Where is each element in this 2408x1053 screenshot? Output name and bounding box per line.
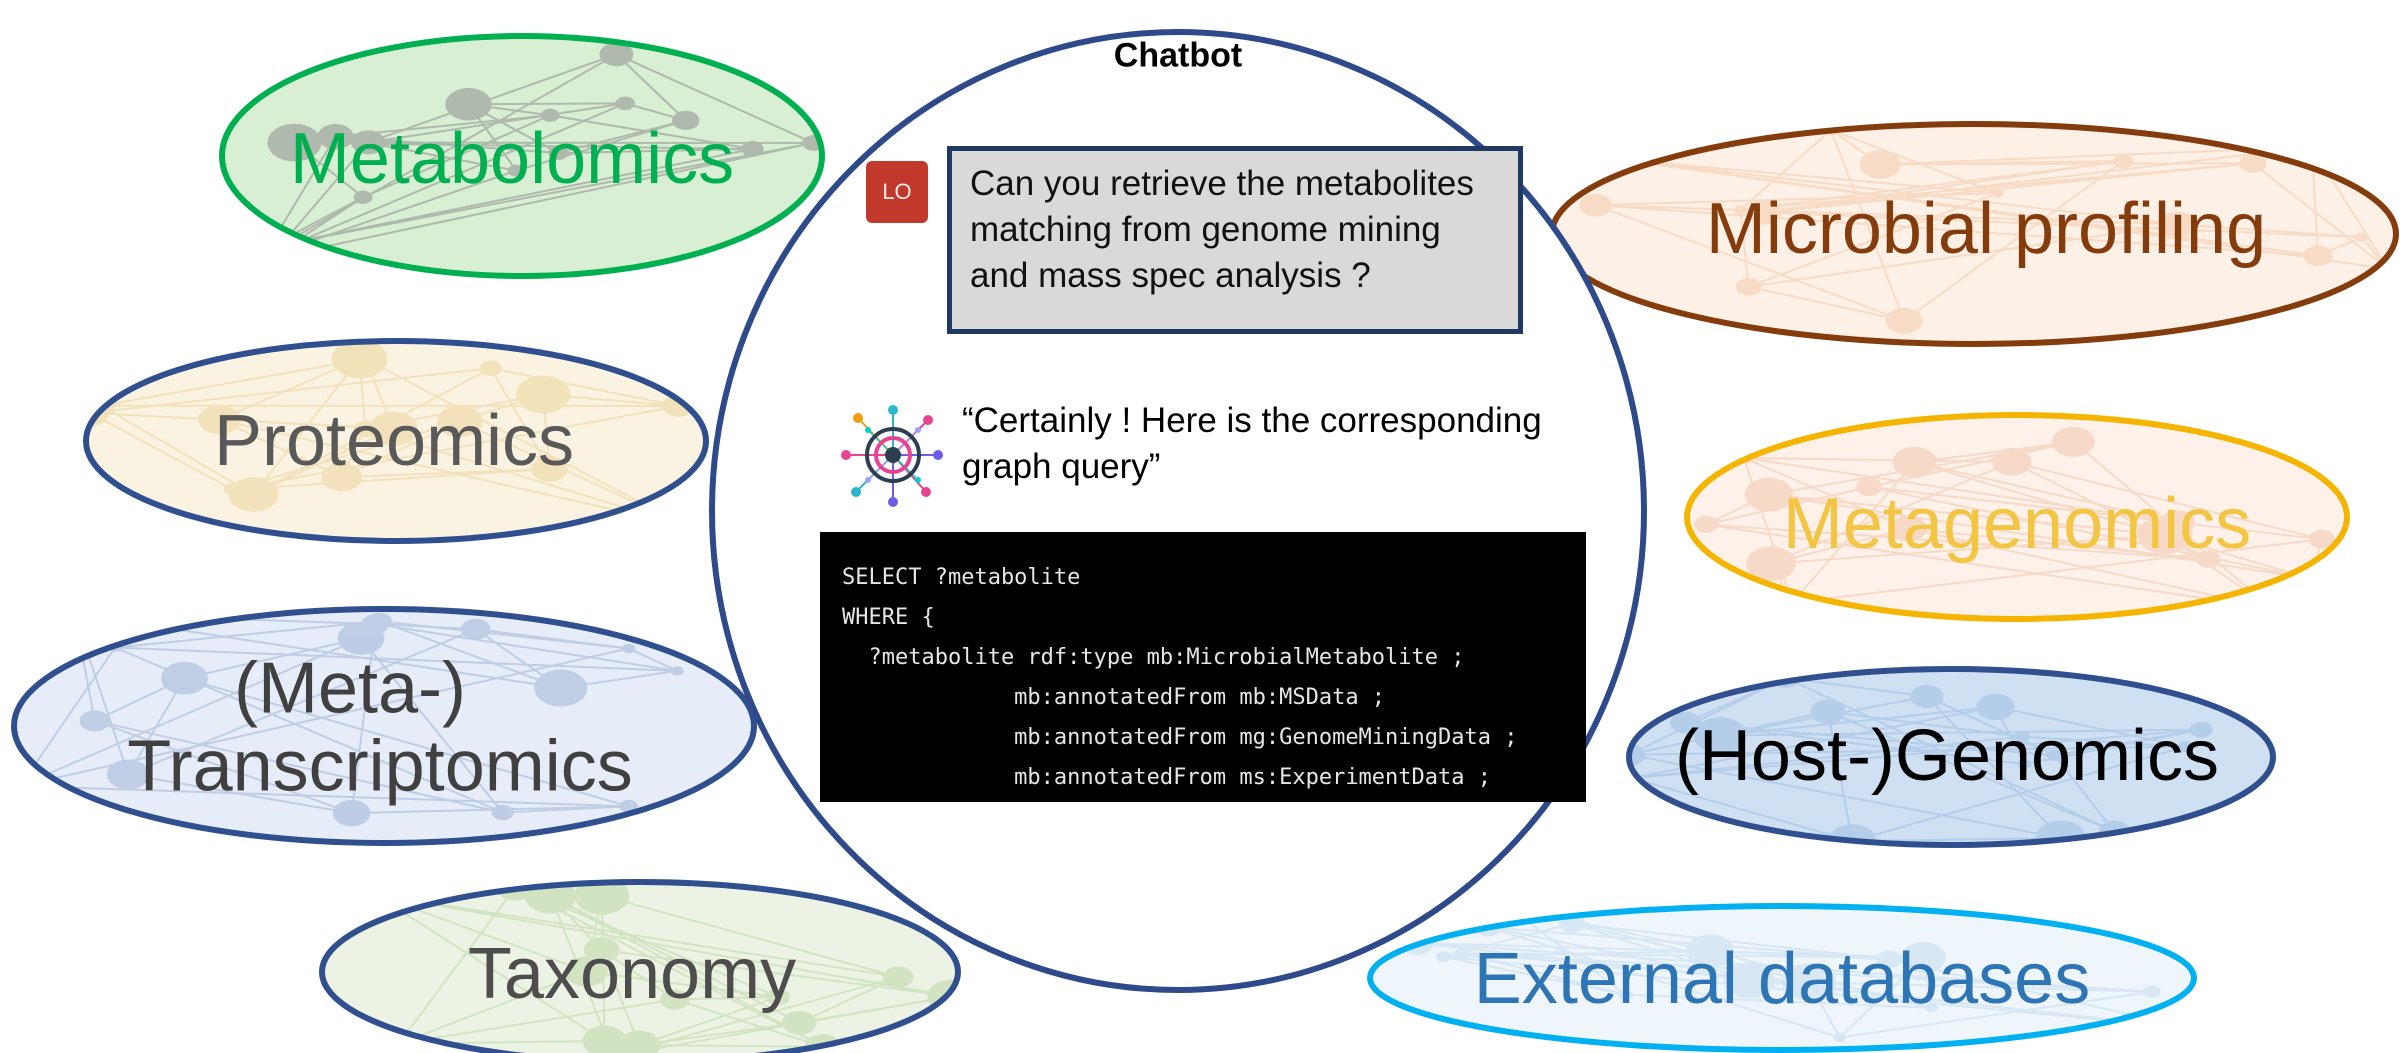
domain-label-microbial-profiling: Microbial profiling <box>1705 189 2267 270</box>
ellipse-fill <box>1629 669 2273 845</box>
query-line: WHERE { <box>842 605 935 630</box>
chatbot-title: Chatbot <box>1113 36 1243 75</box>
ellipse-border <box>1367 903 2197 1053</box>
network-texture <box>1579 124 2396 334</box>
sparql-query-block: SELECT ?metabolite WHERE { ?metabolite r… <box>820 532 1586 802</box>
query-line: mb:annotatedFrom ms:ExperimentData ; <box>842 765 1492 790</box>
ellipse-fill <box>222 36 822 276</box>
domain-ellipse-taxonomy <box>319 879 961 1053</box>
query-line: mb:annotatedFrom mg:GenomeMiningData ; <box>842 725 1518 750</box>
domain-ellipse-host-genomics <box>1626 666 2276 848</box>
bot-reply-text: “Certainly ! Here is the corresponding g… <box>962 401 1542 486</box>
domain-label-external-databases: External databases <box>1473 939 2091 1020</box>
domain-ellipse-transcriptomics <box>11 606 757 846</box>
query-line: ?metabolite rdf:type mb:MicrobialMetabol… <box>842 645 1465 670</box>
ellipse-border <box>1626 666 2276 848</box>
ellipse-border <box>83 338 709 544</box>
ellipse-fill <box>1370 906 2194 1050</box>
query-line: mb:annotatedFrom mb:MSData ; <box>842 685 1386 710</box>
user-message-bubble: Can you retrieve the metabolites matchin… <box>947 146 1523 334</box>
network-texture <box>1629 669 2213 845</box>
domain-label-taxonomy: Taxonomy <box>467 934 797 1015</box>
domain-label-metabolomics: Metabolomics <box>289 119 735 200</box>
ellipse-border <box>319 879 961 1053</box>
domain-label-transcriptomics-line2: Transcriptomics <box>127 726 633 806</box>
domain-label-transcriptomics-line1: (Meta-) <box>234 648 466 729</box>
query-line: SELECT ?metabolite <box>842 565 1081 590</box>
domain-label-host-genomics: (Host-)Genomics <box>1674 716 2220 797</box>
network-texture <box>14 609 684 827</box>
ellipse-border <box>1684 412 2350 622</box>
domain-ellipse-external-databases <box>1367 903 2197 1053</box>
ellipse-border <box>11 606 757 846</box>
domain-ellipse-microbial-profiling <box>1549 121 2399 347</box>
bot-avatar-icon <box>841 405 943 507</box>
domain-label-transcriptomics: (Meta-) Transcriptomics <box>127 649 633 806</box>
domain-label-proteomics: Proteomics <box>213 401 575 482</box>
user-avatar: LO <box>866 161 928 223</box>
ellipse-border <box>219 33 825 279</box>
domain-label-metagenomics: Metagenomics <box>1782 484 2252 565</box>
ellipse-fill <box>322 882 958 1053</box>
